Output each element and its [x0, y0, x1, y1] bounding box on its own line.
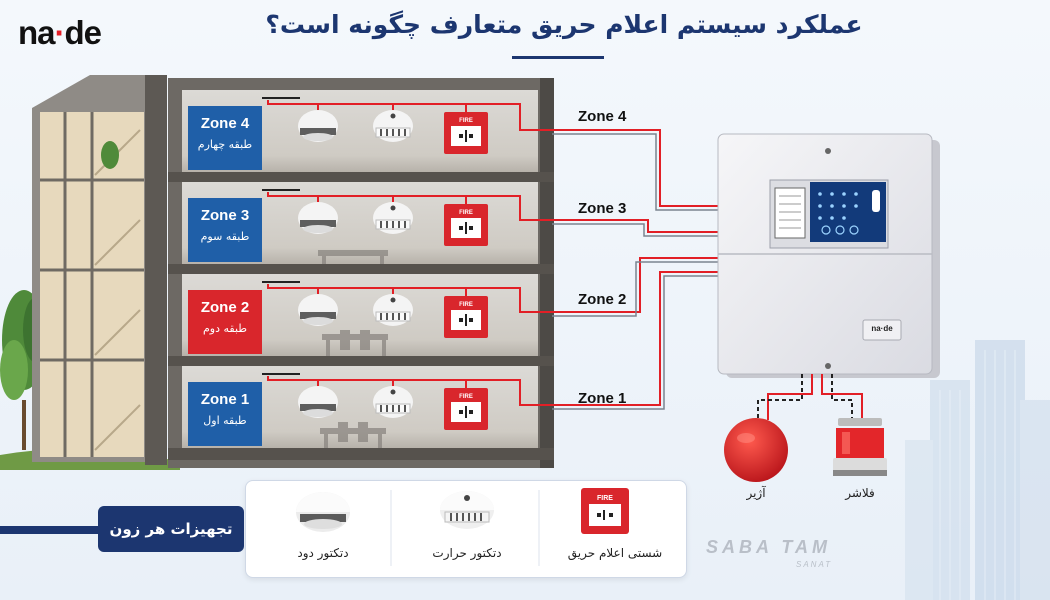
heat-detector-icon [440, 491, 494, 529]
zone-4-id: Zone 4 [200, 115, 250, 132]
zone-4-card: Zone 4 طبقه چهارم [188, 106, 262, 170]
watermark: SABA TAM [706, 537, 831, 557]
zone-3-smoke-detector-icon [298, 202, 338, 234]
sounder-icon [724, 418, 788, 482]
legend-accent-bar [0, 526, 100, 534]
flasher-label: فلاشر [845, 486, 875, 500]
smoke-detector-icon [296, 492, 350, 532]
stair-tower [32, 75, 167, 465]
zone-4-heat-detector-icon [373, 110, 413, 142]
zone-1-card: Zone 1 طبقه اول [188, 382, 262, 446]
watermark-sub: SANAT [796, 560, 833, 569]
wire-label-zone-1: Zone 1 [578, 390, 627, 407]
zone-2-smoke-detector-icon [298, 294, 338, 326]
zone-3-card: Zone 3 طبقه سوم [188, 198, 262, 262]
zone-4-smoke-detector-icon [298, 110, 338, 142]
zone-1-call-point-icon: FIRE [444, 388, 488, 430]
zone-3-call-point-text: FIRE [459, 210, 473, 216]
city-skyline [905, 340, 1050, 600]
zone-1-floor: طبقه اول [203, 414, 247, 427]
zone-4-call-point-text: FIRE [459, 118, 473, 124]
legend-label-smoke: دتکتور دود [297, 546, 349, 560]
page-title: عملکرد سیستم اعلام حریق متعارف چگونه است… [265, 10, 863, 39]
zone-2-call-point-icon: FIRE [444, 296, 488, 338]
zone-4-floor: طبقه چهارم [197, 138, 253, 151]
legend-label-call-point: شستی اعلام حریق [567, 546, 663, 560]
control-panel [717, 133, 940, 378]
panel-brand-plate: na·de [871, 324, 893, 333]
flasher-icon [833, 418, 887, 476]
brand-logo: na·de [18, 14, 102, 51]
sounder-label: آژیر [746, 486, 766, 500]
zone-3-call-point-icon: FIRE [444, 204, 488, 246]
zone-3-id: Zone 3 [200, 207, 250, 224]
zone-2-floor: طبقه دوم [202, 322, 248, 335]
call-point-fire-text: FIRE [597, 495, 613, 502]
zone-1-smoke-detector-icon [298, 386, 338, 418]
wire-label-zone-2: Zone 2 [578, 291, 627, 308]
wire-label-zone-4: Zone 4 [578, 108, 627, 125]
zone-2-heat-detector-icon [373, 294, 413, 326]
zone-3-heat-detector-icon [373, 202, 413, 234]
legend-graphics: FIRE [296, 488, 629, 566]
zone-1-id: Zone 1 [200, 391, 250, 408]
title-underline [512, 56, 604, 59]
manual-call-point-icon: FIRE [581, 488, 629, 534]
zone-2-call-point-text: FIRE [459, 302, 473, 308]
zone-1-heat-detector-icon [373, 386, 413, 418]
zone-1-call-point-text: FIRE [459, 394, 473, 400]
zone-2-card: Zone 2 طبقه دوم [188, 290, 262, 354]
output-wiring [757, 374, 863, 420]
legend-badge: تجهیزات هر زون [98, 506, 244, 552]
legend-label-heat: دتکتور حرارت [432, 546, 502, 560]
zone-3-floor: طبقه سوم [200, 230, 250, 243]
wire-label-zone-3: Zone 3 [578, 200, 627, 217]
zone-2-id: Zone 2 [200, 299, 250, 316]
zone-4-call-point-icon: FIRE [444, 112, 488, 154]
zone-wiring [552, 129, 718, 406]
